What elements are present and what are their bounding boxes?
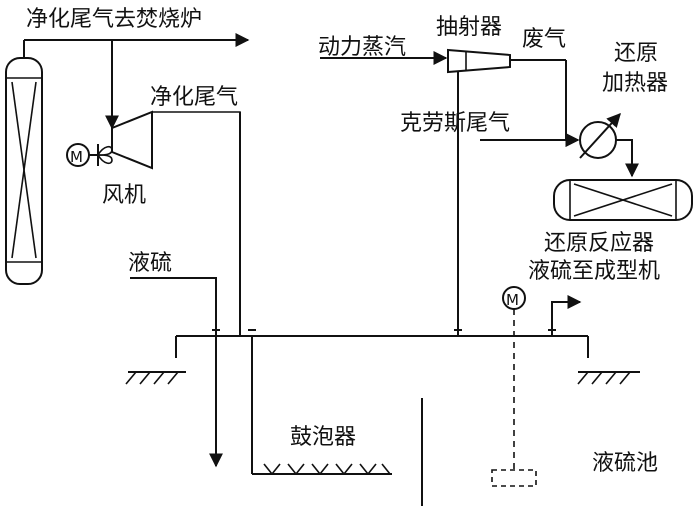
reduction-reactor bbox=[553, 179, 693, 221]
liquid-sulfur-pit-label: 液硫池 bbox=[592, 451, 658, 476]
waste-gas-label: 废气 bbox=[522, 27, 566, 52]
bubbler-pipe bbox=[251, 336, 392, 475]
pump: M bbox=[491, 286, 537, 487]
pump-motor-m: M bbox=[506, 291, 519, 309]
to-forming-machine-label: 液硫至成型机 bbox=[528, 259, 660, 284]
liquid-sulfur-label: 液硫 bbox=[128, 251, 172, 276]
bubbler-nozzles bbox=[263, 463, 391, 475]
ejector-label: 抽射器 bbox=[436, 15, 502, 40]
line-to-incinerator bbox=[24, 33, 250, 130]
motive-steam-label: 动力蒸汽 bbox=[318, 35, 406, 60]
incinerator-column bbox=[5, 40, 43, 285]
purified-tail-gas-label: 净化尾气 bbox=[150, 85, 238, 110]
fan-label: 风机 bbox=[102, 183, 146, 208]
ejector bbox=[447, 48, 511, 336]
purified-tail-gas-line bbox=[152, 111, 250, 337]
reduction-heater bbox=[579, 112, 621, 159]
bubbler-label: 鼓泡器 bbox=[290, 425, 356, 450]
fan: M bbox=[66, 110, 153, 170]
ground-left bbox=[125, 371, 186, 385]
fan-motor-m: M bbox=[70, 148, 83, 166]
claus-tail-gas-label: 克劳斯尾气 bbox=[400, 111, 510, 136]
ground-right bbox=[577, 371, 640, 385]
reduction-heater-label-1: 还原 bbox=[614, 41, 658, 66]
liquid-sulfur-pit bbox=[175, 335, 589, 506]
reduction-heater-label-2: 加热器 bbox=[602, 71, 668, 96]
reduction-reactor-label: 还原反应器 bbox=[544, 231, 654, 256]
incinerator-label: 净化尾气去焚烧炉 bbox=[26, 7, 202, 32]
